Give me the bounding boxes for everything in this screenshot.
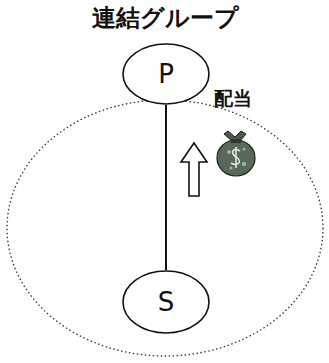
entity-ellipse xyxy=(123,44,209,104)
hollow-arrow xyxy=(181,143,207,196)
group-region: 連結グループ P S xyxy=(5,2,325,360)
entity-circle: P xyxy=(122,43,210,105)
flow-label: 配当 xyxy=(214,86,252,112)
entity-ellipse xyxy=(123,271,209,333)
entity-circle: S xyxy=(122,270,210,334)
entity-name: P xyxy=(158,59,174,89)
entity-name: S xyxy=(158,287,175,317)
group-boundary xyxy=(7,100,323,356)
connector-line xyxy=(165,105,167,270)
group-title: 連結グループ xyxy=(92,2,239,34)
money-bag-icon xyxy=(217,131,255,176)
